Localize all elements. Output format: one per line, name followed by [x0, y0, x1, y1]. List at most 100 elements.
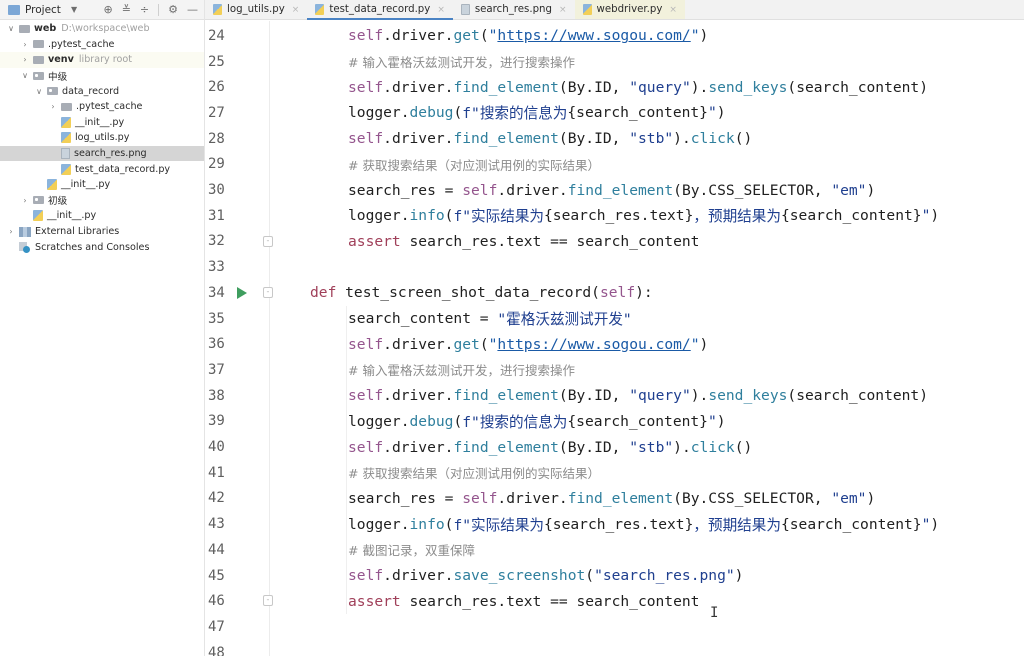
- code-line[interactable]: # 获取搜索结果（对应测试用例的实际结果）: [348, 152, 600, 178]
- code-token: https://www.sogou.com/: [497, 27, 691, 45]
- tab-test-data-record-py[interactable]: test_data_record.py×: [307, 0, 453, 20]
- code-line[interactable]: self.driver.save_screenshot("search_res.…: [348, 563, 743, 589]
- tree-item[interactable]: Scratches and Consoles: [0, 239, 204, 255]
- code-token: info: [409, 207, 445, 225]
- code-token: ": [488, 335, 498, 353]
- fold-icon[interactable]: -: [263, 235, 273, 247]
- collapse-all-icon[interactable]: ÷: [139, 3, 150, 16]
- run-test-icon[interactable]: [237, 287, 247, 299]
- tree-item[interactable]: __init__.py: [0, 177, 204, 193]
- code-token: ):: [635, 284, 653, 302]
- code-token: (: [673, 489, 682, 507]
- tab-search-res-png[interactable]: search_res.png×: [453, 0, 575, 19]
- chevron-down-icon[interactable]: ∨: [8, 24, 14, 34]
- tree-item[interactable]: › 初级: [0, 193, 204, 209]
- line-number: 26: [208, 79, 225, 96]
- code-line[interactable]: logger.debug(f"搜索的信息为{search_content}"): [348, 409, 726, 435]
- code-line[interactable]: logger.info(f"实际结果为{search_res.text}，预期结…: [348, 203, 939, 229]
- code-line[interactable]: self.driver.find_element(By.ID, "query")…: [348, 383, 928, 409]
- code-token: .: [444, 387, 454, 405]
- expand-all-icon[interactable]: ≚: [121, 3, 131, 16]
- tree-item[interactable]: search_res.png: [0, 145, 204, 162]
- code-token: By.CSS_SELECTOR,: [681, 489, 832, 507]
- python-file-icon: [61, 132, 71, 144]
- indent-guide: [346, 305, 347, 615]
- tree-item[interactable]: ›External Libraries: [0, 224, 204, 240]
- code-token: assert: [348, 592, 401, 610]
- chevron-right-icon[interactable]: ›: [23, 55, 27, 65]
- tree-item[interactable]: __init__.py: [0, 115, 204, 131]
- tree-item[interactable]: ›.pytest_cache: [0, 37, 204, 53]
- code-line[interactable]: self.driver.find_element(By.ID, "stb").c…: [348, 126, 752, 152]
- close-icon[interactable]: ×: [291, 4, 300, 15]
- code-token: (: [453, 412, 463, 430]
- code-token: ): [699, 27, 709, 45]
- project-view-selector[interactable]: Project: [25, 3, 61, 16]
- gear-icon[interactable]: ⚙: [168, 3, 178, 16]
- code-line[interactable]: self.driver.get("https://www.sogou.com/"…: [348, 23, 708, 49]
- tree-item[interactable]: ›.pytest_cache: [0, 99, 204, 115]
- tree-item-label: Scratches and Consoles: [35, 241, 150, 253]
- folder-icon: [61, 102, 72, 111]
- code-line[interactable]: # 输入霍格沃兹测试开发，进行搜索操作: [348, 357, 575, 383]
- close-icon[interactable]: ×: [669, 4, 677, 15]
- close-icon[interactable]: ×: [558, 4, 567, 15]
- fold-icon[interactable]: -: [263, 595, 273, 607]
- code-line[interactable]: search_content = "霍格沃兹测试开发": [348, 306, 632, 332]
- code-line[interactable]: # 输入霍格沃兹测试开发，进行搜索操作: [348, 49, 575, 75]
- code-token: .: [444, 78, 454, 96]
- tree-item-label: 初级: [48, 196, 68, 208]
- tree-item[interactable]: test_data_record.py: [0, 161, 204, 177]
- tab-log-utils-py[interactable]: log_utils.py×: [205, 0, 307, 19]
- close-icon[interactable]: ×: [437, 4, 445, 15]
- tree-item-label: 中级: [48, 71, 68, 83]
- code-line[interactable]: assert search_res.text == search_content: [348, 229, 699, 255]
- tree-item[interactable]: log_utils.py: [0, 130, 204, 146]
- code-line[interactable]: # 截图记录，双重保障: [348, 537, 475, 563]
- code-line[interactable]: logger.debug(f"搜索的信息为{search_content}"): [348, 100, 726, 126]
- chevron-right-icon[interactable]: ›: [9, 227, 13, 237]
- line-number: 40: [208, 439, 225, 456]
- tree-item[interactable]: ∨data_record: [0, 83, 204, 99]
- code-line[interactable]: logger.info(f"实际结果为{search_res.text}，预期结…: [348, 511, 939, 537]
- chevron-right-icon[interactable]: ›: [51, 102, 55, 112]
- chevron-down-icon[interactable]: ∨: [36, 86, 42, 96]
- locate-icon[interactable]: ⊕: [103, 3, 113, 16]
- code-line[interactable]: self.driver.find_element(By.ID, "stb").c…: [348, 434, 752, 460]
- line-number: 27: [208, 104, 225, 121]
- line-number: 38: [208, 387, 225, 404]
- code-token: (: [558, 130, 568, 148]
- tree-item[interactable]: ∨ 中级: [0, 68, 204, 84]
- code-token: driver: [506, 181, 559, 199]
- chevron-right-icon[interactable]: ›: [23, 39, 27, 49]
- code-line[interactable]: # 获取搜索结果（对应测试用例的实际结果）: [348, 460, 600, 486]
- chevron-down-icon[interactable]: ▼: [70, 5, 78, 14]
- code-token: {search_res.text}: [544, 207, 694, 225]
- code-token: By.CSS_SELECTOR,: [681, 181, 832, 199]
- code-line[interactable]: self.driver.find_element(By.ID, "query")…: [348, 74, 928, 100]
- code-line[interactable]: def test_screen_shot_data_record(self):: [310, 280, 653, 306]
- tab-webdriver-py[interactable]: webdriver.py×: [574, 0, 685, 19]
- fold-icon[interactable]: -: [263, 287, 273, 298]
- code-line[interactable]: search_res = self.driver.find_element(By…: [348, 177, 875, 203]
- code-line[interactable]: self.driver.get("https://www.sogou.com/"…: [348, 331, 708, 357]
- code-token: ，预期结果为: [693, 516, 781, 534]
- code-token: (: [453, 104, 463, 122]
- code-line[interactable]: assert search_res.text == search_content: [348, 588, 699, 614]
- code-line[interactable]: search_res = self.driver.find_element(By…: [348, 486, 875, 512]
- chevron-down-icon[interactable]: ∨: [22, 71, 28, 81]
- code-token: (: [479, 335, 489, 353]
- code-token: ): [866, 181, 876, 199]
- hide-icon[interactable]: —: [187, 3, 198, 16]
- tree-item-label: __init__.py: [61, 179, 111, 191]
- code-token: driver: [391, 438, 445, 456]
- code-token: driver: [391, 27, 445, 45]
- chevron-right-icon[interactable]: ›: [23, 195, 27, 205]
- code-token: (): [734, 130, 753, 148]
- code-token: search_res.text == search_content: [400, 592, 700, 610]
- code-token: logger: [348, 207, 401, 225]
- tree-item[interactable]: __init__.py: [0, 208, 204, 224]
